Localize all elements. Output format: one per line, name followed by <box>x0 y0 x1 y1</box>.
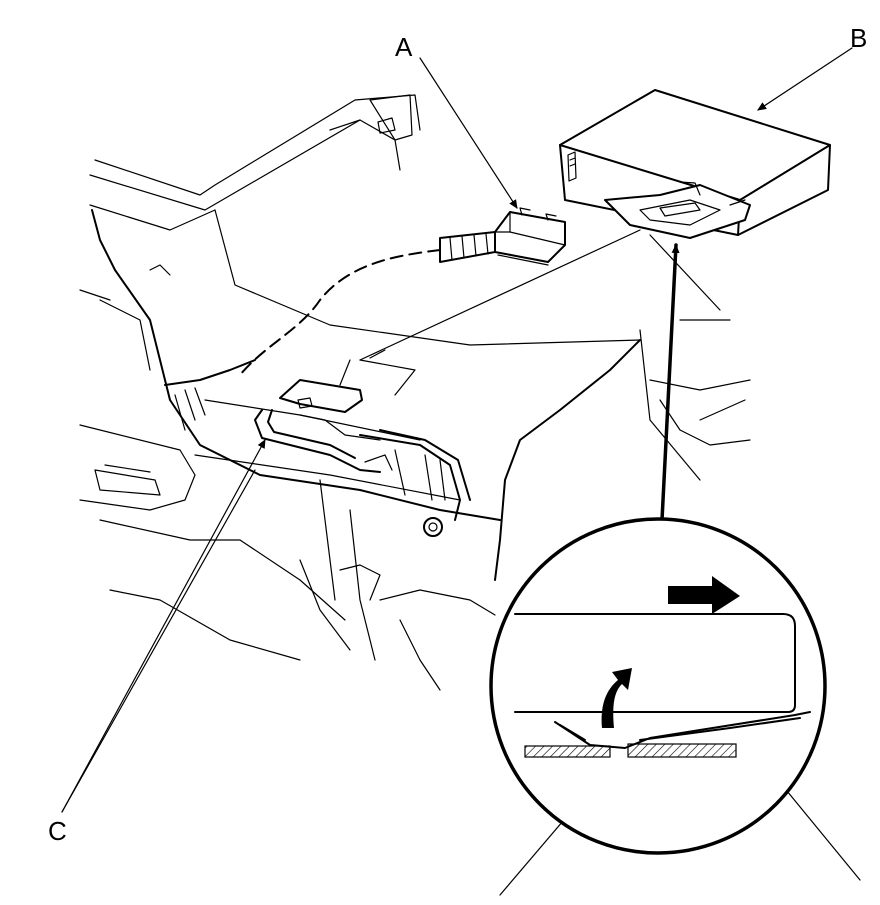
detail-magnifier <box>489 243 827 855</box>
leader-a <box>419 57 518 209</box>
module-b <box>359 89 831 361</box>
leader-c-1 <box>61 439 266 813</box>
callout-label-b: B <box>850 23 868 53</box>
callout-label-c: C <box>48 816 67 846</box>
lift-arrow-icon <box>601 668 632 728</box>
connector-a <box>239 207 566 376</box>
callout-label-a: A <box>395 32 413 62</box>
detail-pointer-arrow <box>660 243 680 522</box>
slide-right-arrow-icon <box>668 576 740 614</box>
leader-b <box>757 47 853 111</box>
leader-c-2 <box>61 469 256 813</box>
dashboard-structure <box>79 94 751 691</box>
